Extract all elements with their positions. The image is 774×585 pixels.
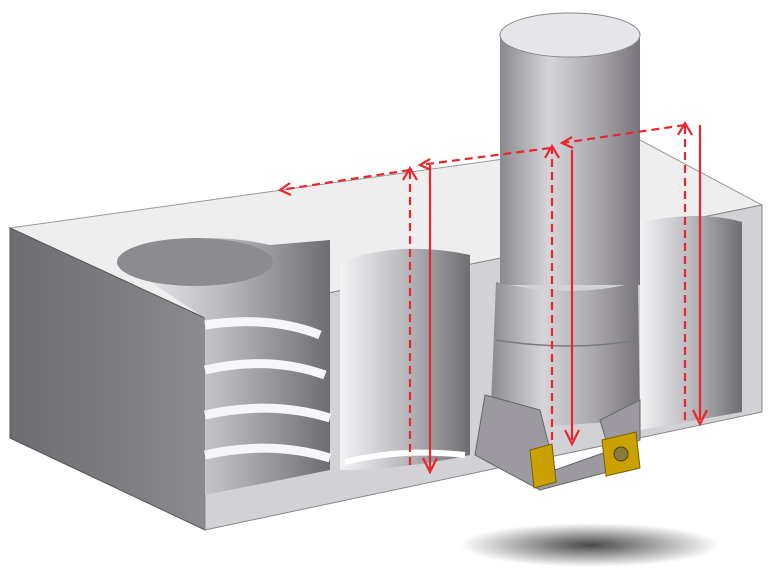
pocket-middle: [340, 248, 470, 470]
pocket-right: [640, 216, 742, 430]
traverse-dashed-2: [419, 146, 551, 167]
arrowhead-up-3: [677, 120, 693, 136]
traverse-dashed-1: [279, 168, 411, 192]
milling-tool: [474, 12, 641, 491]
arrowhead-down-2: [564, 429, 580, 447]
tool-shadow: [460, 523, 720, 567]
pocket-stepped: [117, 237, 332, 495]
toolpath: [277, 120, 708, 475]
traverse-dashed-3: [561, 123, 686, 145]
tool-body: [490, 282, 640, 430]
cutting-insert-left: [529, 443, 557, 489]
tool-shank: [500, 35, 640, 285]
tool-shank-top: [499, 12, 641, 58]
tool-cutter-head: [474, 394, 641, 491]
arrowhead-up-2: [544, 143, 560, 159]
arrowhead-down-1: [422, 457, 438, 475]
arrowhead-down-3: [692, 409, 708, 427]
arrowhead-up-1: [402, 165, 418, 181]
